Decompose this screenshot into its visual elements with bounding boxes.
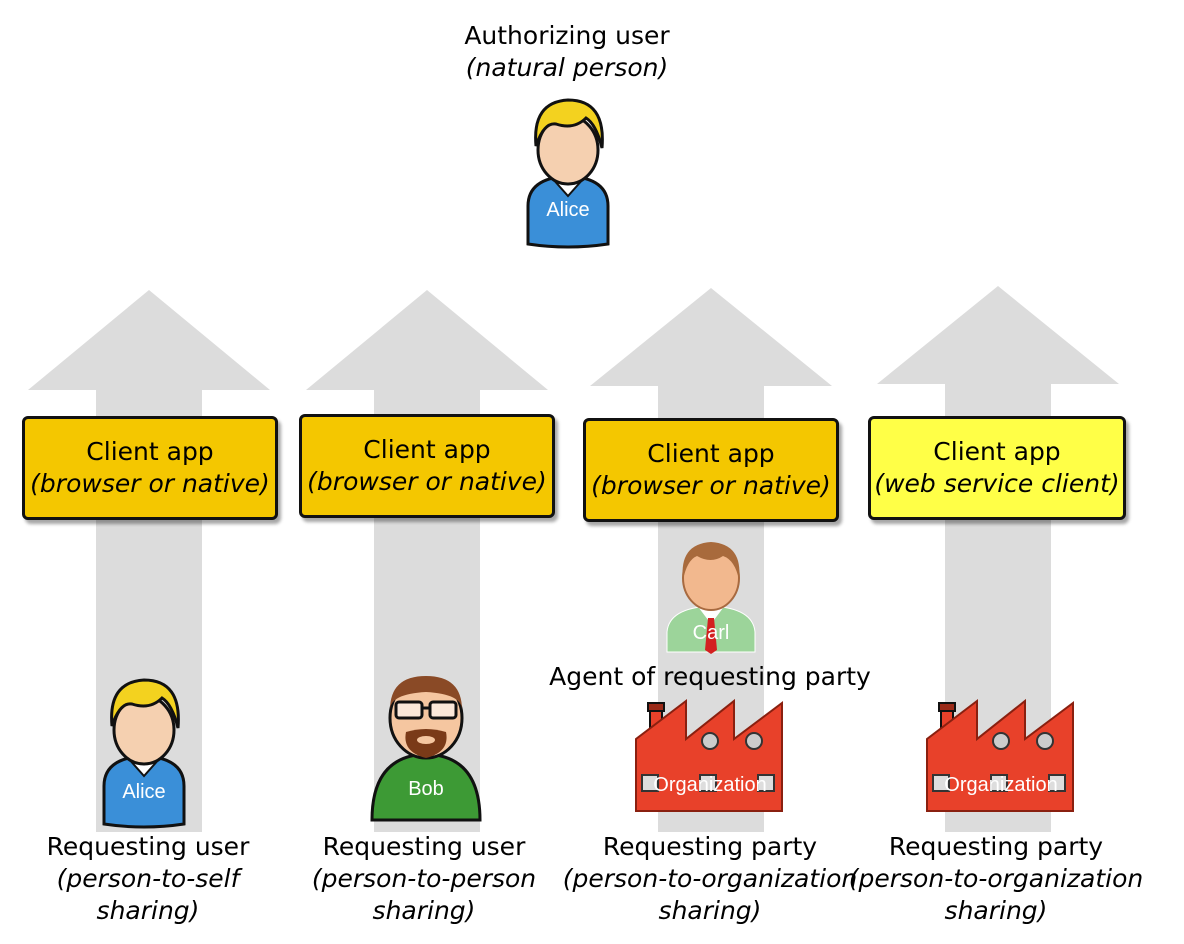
alice-top-label: Alice xyxy=(546,199,589,221)
client-app-subtitle: (browser or native) xyxy=(307,467,547,496)
client-app-subtitle: (browser or native) xyxy=(591,471,831,500)
bob-label: Bob xyxy=(408,778,444,800)
column-title: Requesting user xyxy=(46,832,250,861)
column-caption-4: Requesting party (person-to-organization… xyxy=(846,831,1146,927)
column-title: Requesting party xyxy=(602,832,818,861)
client-app-title: Client app xyxy=(933,437,1061,466)
column-subtitle-line2: sharing) xyxy=(96,896,200,925)
client-app-title: Client app xyxy=(363,435,491,464)
column-subtitle-line1: (person-to-organization xyxy=(562,864,858,893)
client-app-title: Client app xyxy=(86,437,214,466)
organization-label: Organization xyxy=(944,774,1057,796)
column-subtitle-line2: sharing) xyxy=(658,896,762,925)
client-app-box-1: Client app (browser or native) xyxy=(22,416,278,520)
alice-top-avatar-icon: Alice xyxy=(526,98,610,249)
column-caption-2: Requesting user (person-to-person sharin… xyxy=(284,831,564,927)
client-app-title: Client app xyxy=(647,439,775,468)
bob-avatar-icon: Bob xyxy=(370,676,482,822)
client-app-subtitle: (web service client) xyxy=(874,469,1120,498)
alice-bottom-label: Alice xyxy=(122,781,165,803)
organization-factory-icon: Organization xyxy=(635,698,783,812)
column-subtitle-line1: (person-to-organization xyxy=(848,864,1144,893)
column-subtitle-line1: (person-to-self xyxy=(56,864,240,893)
column-subtitle-line1: (person-to-person xyxy=(311,864,537,893)
column-subtitle-line2: sharing) xyxy=(372,896,476,925)
organization-label: Organization xyxy=(653,774,766,796)
authorizing-subtitle: (natural person) xyxy=(465,53,669,82)
alice-bottom-avatar-icon: Alice xyxy=(102,678,186,829)
arrow-1 xyxy=(28,290,270,832)
carl-avatar-icon: Carl xyxy=(666,542,756,654)
arrow-4 xyxy=(877,286,1119,832)
agent-caption: Agent of requesting party xyxy=(549,662,871,691)
column-subtitle-line2: sharing) xyxy=(944,896,1048,925)
client-app-box-4: Client app (web service client) xyxy=(868,416,1126,520)
column-caption-3: Requesting party (person-to-organization… xyxy=(560,831,860,927)
column-title: Requesting user xyxy=(322,832,526,861)
column-caption-1: Requesting user (person-to-self sharing) xyxy=(8,831,288,927)
organization-factory-icon: Organization xyxy=(926,698,1074,812)
client-app-subtitle: (browser or native) xyxy=(30,469,270,498)
arrow-2 xyxy=(306,290,548,832)
column-title: Requesting party xyxy=(888,832,1104,861)
carl-label: Carl xyxy=(693,622,730,644)
authorizing-user-title: Authorizing user (natural person) xyxy=(417,20,717,84)
client-app-box-2: Client app (browser or native) xyxy=(299,414,555,518)
client-app-box-3: Client app (browser or native) xyxy=(583,418,839,522)
authorizing-title: Authorizing user xyxy=(464,21,670,50)
